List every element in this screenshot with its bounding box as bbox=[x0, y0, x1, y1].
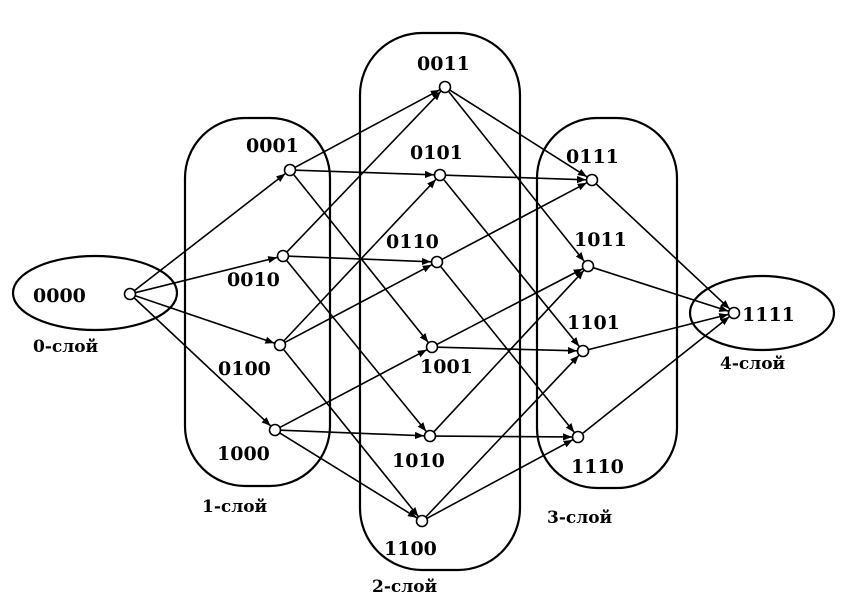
node-1111 bbox=[727, 306, 741, 320]
edge-1010-1110 bbox=[435, 433, 573, 441]
edge-0001-0011 bbox=[294, 89, 441, 169]
node-1101 bbox=[576, 344, 590, 358]
edge-0010-1010 bbox=[285, 259, 427, 432]
edge-0100-0110 bbox=[284, 264, 433, 344]
node-label-0100: 0100 bbox=[218, 358, 271, 380]
layer-label-1: 1-слой bbox=[202, 497, 268, 517]
edge-0000-1000 bbox=[133, 297, 272, 427]
node-1011 bbox=[581, 259, 595, 273]
node-0000 bbox=[123, 287, 137, 301]
edges bbox=[133, 89, 731, 520]
node-label-1100: 1100 bbox=[384, 538, 437, 560]
node-label-1010: 1010 bbox=[392, 450, 445, 472]
node-0010 bbox=[276, 249, 290, 263]
node-label-1011: 1011 bbox=[574, 229, 627, 251]
edge-1011-1111 bbox=[592, 266, 729, 312]
layer-3-enclosure bbox=[535, 116, 679, 490]
edge-1000-1010 bbox=[280, 429, 425, 440]
edge-0000-0001 bbox=[133, 173, 286, 292]
edge-1000-1100 bbox=[279, 432, 418, 519]
layer-2-enclosure bbox=[358, 31, 522, 572]
edge-1100-1101 bbox=[425, 354, 580, 518]
node-labels: 0000 0001 0010 0100 1000 0011 0101 0110 1001 1010… bbox=[33, 53, 795, 560]
edge-0010-0011 bbox=[286, 90, 442, 253]
node-label-0101: 0101 bbox=[410, 142, 463, 164]
edge-1001-1011 bbox=[436, 268, 584, 346]
node-label-1110: 1110 bbox=[571, 456, 624, 478]
edge-0010-0110 bbox=[288, 255, 432, 266]
edge-1100-1110 bbox=[426, 439, 574, 520]
node-label-1101: 1101 bbox=[567, 312, 620, 334]
node-0001 bbox=[283, 163, 297, 177]
edge-0101-0111 bbox=[445, 174, 587, 184]
edge-0100-0101 bbox=[283, 178, 437, 342]
edge-0111-1111 bbox=[595, 183, 731, 310]
nodes bbox=[123, 80, 741, 528]
layer-label-3: 3-слой bbox=[547, 508, 613, 528]
edge-1010-1011 bbox=[433, 269, 585, 433]
node-0100 bbox=[273, 338, 287, 352]
edge-0000-0100 bbox=[134, 295, 275, 344]
edge-0110-0111 bbox=[441, 182, 588, 261]
edge-0101-1101 bbox=[442, 178, 580, 347]
edge-1110-1111 bbox=[581, 316, 730, 435]
node-0111 bbox=[585, 173, 599, 187]
node-1001 bbox=[425, 340, 439, 354]
node-label-0000: 0000 bbox=[33, 285, 86, 307]
node-label-0110: 0110 bbox=[386, 231, 439, 253]
layer-label-4: 4-слой bbox=[720, 354, 786, 374]
node-label-1001: 1001 bbox=[420, 356, 473, 378]
edge-1000-1001 bbox=[279, 349, 428, 429]
node-label-0011: 0011 bbox=[417, 53, 470, 75]
edge-0011-1011 bbox=[447, 90, 585, 262]
layer-enclosures bbox=[11, 31, 836, 572]
node-0110 bbox=[430, 255, 444, 269]
node-label-0010: 0010 bbox=[227, 269, 280, 291]
node-1100 bbox=[415, 514, 429, 528]
edge-0011-0111 bbox=[449, 89, 588, 178]
layer-1-enclosure bbox=[183, 116, 332, 488]
edge-0000-0010 bbox=[135, 256, 278, 294]
edge-1101-1111 bbox=[588, 313, 729, 351]
node-0101 bbox=[433, 168, 447, 182]
node-label-0001: 0001 bbox=[246, 135, 299, 157]
node-1010 bbox=[423, 429, 437, 443]
node-label-0111: 0111 bbox=[566, 146, 619, 168]
node-label-1111: 1111 bbox=[742, 304, 795, 326]
layer-label-0: 0-слой bbox=[33, 337, 99, 357]
node-label-1000: 1000 bbox=[217, 443, 270, 465]
node-1110 bbox=[571, 430, 585, 444]
edge-0001-0101 bbox=[295, 169, 435, 179]
layer-label-2: 2-слой bbox=[372, 577, 438, 597]
layer-4-enclosure bbox=[688, 274, 836, 352]
layer-0-enclosure bbox=[11, 254, 179, 332]
layer-captions: 0-слой 1-слой 2-слой 3-слой 4-слой bbox=[33, 337, 786, 597]
node-0011 bbox=[438, 80, 452, 94]
node-1000 bbox=[268, 423, 282, 437]
edge-1001-1101 bbox=[437, 346, 578, 355]
